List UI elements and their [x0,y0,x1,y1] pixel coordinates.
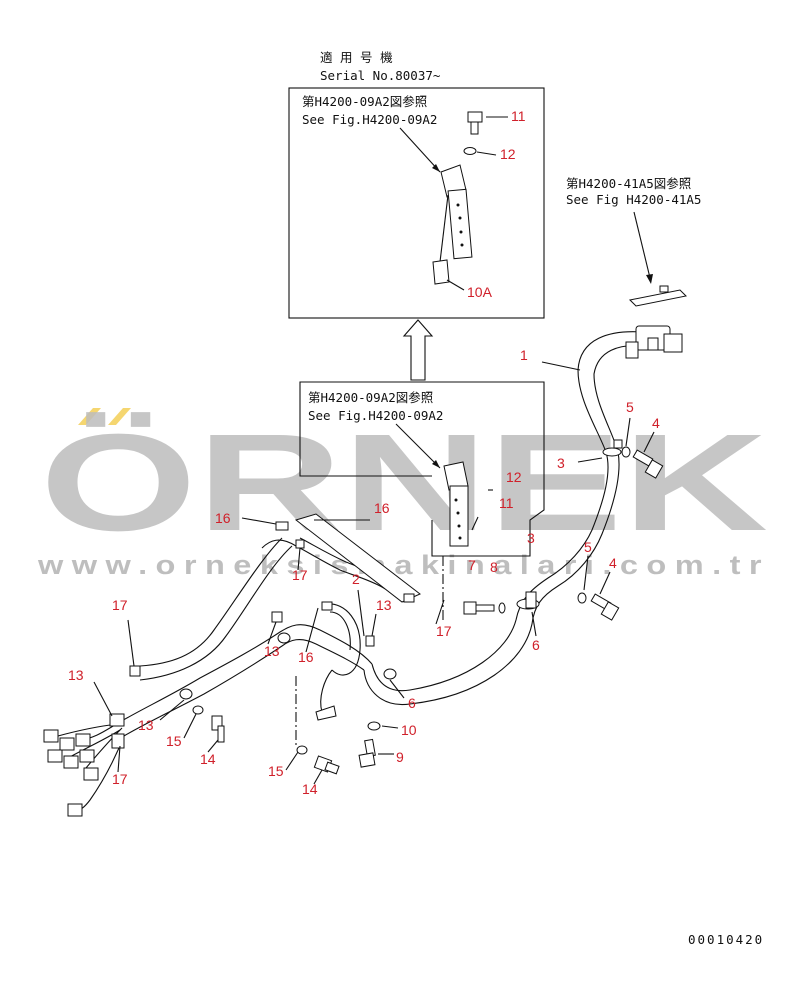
callout-16-left: 16 [215,510,231,526]
callout-2: 2 [352,571,360,587]
callout-13-left: 13 [138,717,154,733]
bolt-icon [313,755,340,775]
callout-6-lower: 6 [532,637,540,653]
applicable-serial-label-jp: 適 用 号 機 [320,50,393,65]
callout-1: 1 [520,347,528,363]
clamp-icon [277,632,291,644]
watermark-url: www.orneksismakinalari.com.tr [37,550,770,580]
callout-17-upper: 17 [292,567,308,583]
callout-6-mid: 6 [408,695,416,711]
washer-icon [367,721,381,731]
bolt-icon [358,738,376,768]
connector-icon [67,803,83,817]
washer-icon [296,745,308,755]
callout-13-left-top: 13 [68,667,84,683]
inset-top: 第H4200-09A2図参照 See Fig.H4200-09A2 11 12 … [288,87,545,319]
inset-mid: 第H4200-09A2図参照 See Fig.H4200-09A2 12 11 … [299,381,545,575]
inset-top-frame [288,87,545,319]
connector-icon [83,767,99,781]
callout-7: 7 [468,557,476,573]
connector-icon [79,749,95,763]
callout-13-right: 13 [376,597,392,613]
inset-top-ref-en: See Fig.H4200-09A2 [302,112,437,127]
connector-icon [43,729,59,743]
clip-icon [111,733,125,749]
clip-icon [129,665,141,677]
inset-mid-frame [299,381,545,557]
callout-10: 10 [401,722,417,738]
clamp-icon [179,688,193,700]
washer-icon [621,446,631,458]
callout-17-left: 17 [112,597,128,613]
washer-icon [498,602,506,614]
callout-9: 9 [396,749,404,765]
clip-icon [109,713,125,727]
inset-top-ref-jp: 第H4200-09A2図参照 [302,94,427,109]
callout-14-left: 14 [200,751,216,767]
callout-16-loop: 16 [298,649,314,665]
up-arrow-icon [402,319,434,381]
callout-5-upper: 5 [626,399,634,415]
clip-icon [295,539,305,549]
clip-icon [271,611,283,623]
callout-15-lower: 15 [268,763,284,779]
ref-right-en: See Fig H4200-41A5 [566,192,701,207]
callout-4-lower: 4 [609,555,617,571]
callout-12-top: 12 [500,146,516,162]
callout-3-mid: 3 [527,530,535,546]
connector-icon [63,755,79,769]
callout-13-mid: 13 [264,643,280,659]
washer-icon [463,147,477,155]
callout-3: 3 [557,455,565,471]
bolt-icon [211,715,225,743]
inset-mid-ref-jp: 第H4200-09A2図参照 [308,390,433,405]
callout-17-right: 17 [436,623,452,639]
callout-16-bracket: 16 [374,500,390,516]
callout-5-lower: 5 [584,539,592,555]
connector-icon [59,737,75,751]
bolt-icon [632,449,664,479]
bracket-icon [443,461,469,547]
bracket-plate-icon [294,513,421,603]
clamp-icon [602,447,622,457]
hardware [192,446,664,775]
clip-icon [403,593,415,603]
bolt-icon [590,593,620,621]
clamp-icon [383,668,397,680]
callout-11-top: 11 [511,108,526,124]
ref-right: 第H4200-41A5図参照 See Fig H4200-41A5 [566,176,701,307]
washer-icon [577,592,587,604]
bolt-icon [463,601,495,615]
clamp-plate-icon [628,289,688,307]
drawing-number: 00010420 [688,932,764,947]
callout-10a: 10A [467,284,493,300]
bracket-icon [432,164,473,285]
serial-number-label: Serial No.80037~ [320,68,440,83]
connector-icon [625,325,683,359]
bolt-icon [467,111,483,135]
connector-icon [47,749,63,763]
callouts: 1 3 5 4 5 4 6 6 16 16 16 17 17 17 17 2 1… [68,347,660,797]
leader-lines [93,361,655,785]
ref-right-jp: 第H4200-41A5図参照 [566,176,691,191]
callout-4-upper: 4 [652,415,660,431]
callout-14-lower: 14 [302,781,318,797]
callout-17-bundle: 17 [112,771,128,787]
callout-11-mid: 11 [499,495,514,511]
connector-icon [75,733,91,747]
washer-icon [192,705,204,715]
clip-icon [275,521,289,531]
clip-icon [321,601,333,611]
clip-icon [365,635,375,647]
callout-8: 8 [490,559,498,575]
callout-12-mid: 12 [506,469,522,485]
inset-mid-ref-en: See Fig.H4200-09A2 [308,408,443,423]
callout-15-left: 15 [166,733,182,749]
wiring-harness [43,325,683,817]
